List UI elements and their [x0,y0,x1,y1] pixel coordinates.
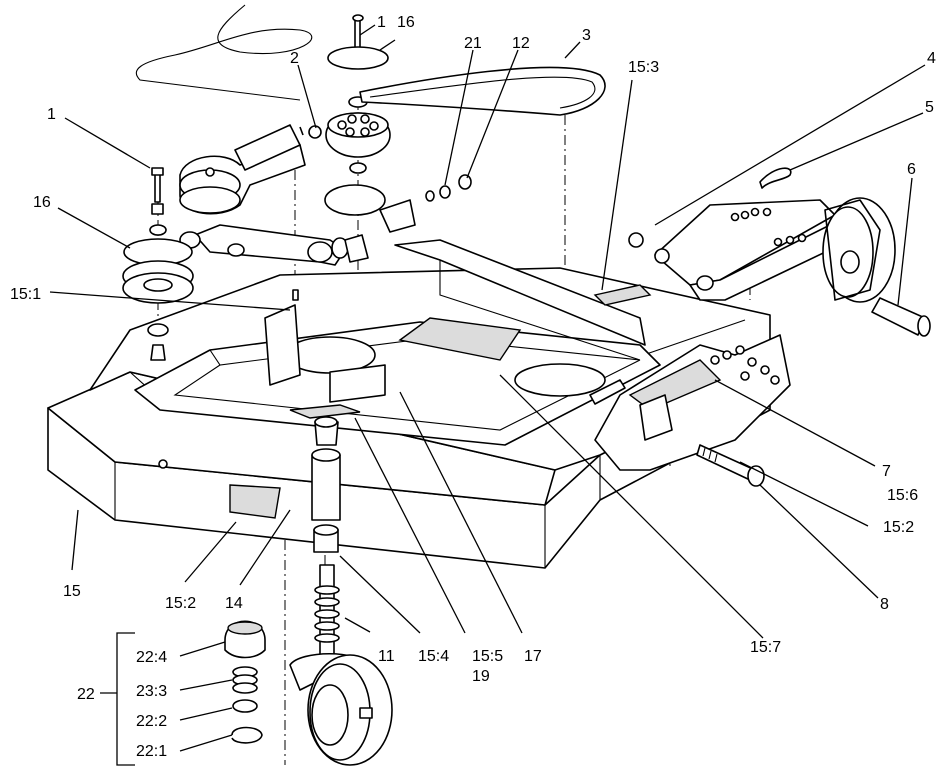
deck-decal [398,317,522,361]
left-pulley-stack [122,167,194,361]
washer-21 [439,185,451,199]
callout-17: 17 [524,648,542,665]
callout-1-top: 1 [377,14,386,31]
bracket-plate [289,404,361,419]
mower-deck-housing [47,239,791,569]
callout-15-1: 15:1 [10,286,41,303]
nut-12 [458,174,472,190]
callout-14: 14 [225,595,243,612]
spindle-spring-coils [314,585,340,643]
caster-wheel-assembly [289,416,393,766]
leader-lines [49,24,926,752]
callout-4: 4 [927,50,936,67]
callout-15-5: 15:5 [472,648,503,665]
cap-kit-22 [100,620,266,766]
drive-belt [359,66,606,116]
belt-cover-decal [593,284,652,306]
callout-15-2-right: 15:2 [883,519,914,536]
callout-8: 8 [880,596,889,613]
callout-16-top: 16 [397,14,415,31]
callout-5: 5 [925,99,934,116]
callout-15-6: 15:6 [887,487,918,504]
bolt-8 [696,444,765,487]
callout-12: 12 [512,35,530,52]
hitch-arm-assembly [628,167,931,337]
center-pulley-stack [308,14,416,233]
callout-22-1: 22:1 [136,743,167,760]
callout-22-4: 22:4 [136,649,167,666]
callout-15-3: 15:3 [628,59,659,76]
hitch-adjust-holes [710,345,780,385]
bracket-22 [100,632,135,766]
callout-22: 22 [77,686,95,703]
callout-1-left: 1 [47,106,56,123]
callout-labels: 1 16 3 21 12 2 15:3 4 5 6 1 16 15:1 7 15… [10,14,936,760]
callout-15: 15 [63,583,81,600]
callout-15-7: 15:7 [750,639,781,656]
hose-outline [135,4,313,101]
front-vent-plate [229,484,281,519]
callout-21: 21 [464,35,482,52]
callout-7: 7 [882,463,891,480]
callout-19: 19 [472,668,490,685]
callout-6: 6 [907,161,916,178]
arm-holes [730,207,807,247]
callout-15-2-left: 15:2 [165,595,196,612]
callout-23-3: 23:3 [136,683,167,700]
idler-arm-assembly [179,124,306,215]
callout-2: 2 [290,50,299,67]
callout-11: 11 [378,648,395,665]
callout-15-4: 15:4 [418,648,449,665]
callout-16-left: 16 [33,194,51,211]
tensioner-cylinder [179,224,369,266]
pulley-holes [337,114,379,137]
callout-22-2: 22:2 [136,713,167,730]
callout-3: 3 [582,27,591,44]
